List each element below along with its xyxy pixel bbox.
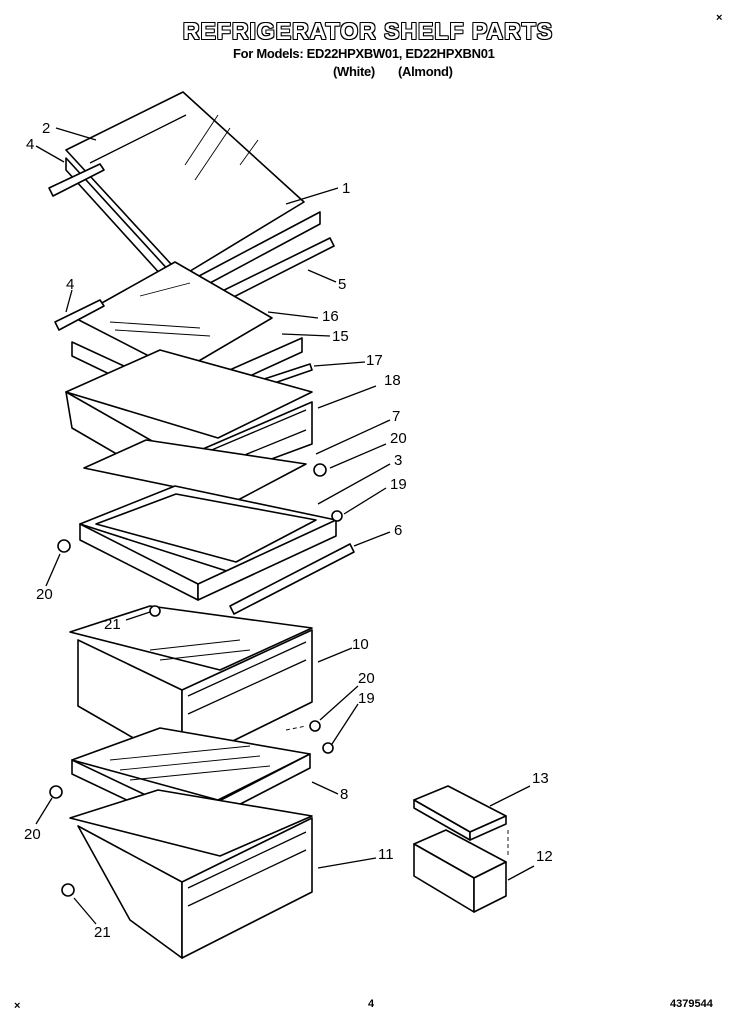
callout-6: 6: [394, 522, 403, 539]
butter-box-part: [413, 785, 507, 913]
trim-strip-6: [229, 543, 355, 615]
callout-20d: 20: [24, 826, 41, 843]
callout-20c: 20: [358, 670, 375, 687]
frame-3: [79, 485, 337, 601]
clips: [49, 463, 343, 897]
callout-19b: 19: [358, 690, 375, 707]
callout-7: 7: [392, 408, 401, 425]
callout-8: 8: [340, 786, 349, 803]
trim-strip-4-top: [48, 163, 105, 197]
leader-lines: [35, 127, 535, 925]
bin-11: [69, 789, 313, 959]
callout-4: 4: [26, 136, 35, 153]
trim-strip-4-mid: [54, 299, 105, 331]
page-number: 4: [368, 998, 375, 1010]
callout-19: 19: [390, 476, 407, 493]
document-number: 4379544: [670, 998, 713, 1010]
callout-12: 12: [536, 848, 553, 865]
corner-mark-top: ×: [716, 12, 723, 24]
models-line: For Models: ED22HPXBW01, ED22HPXBN01: [233, 46, 495, 61]
callout-4b: 4: [66, 276, 75, 293]
callout-20: 20: [390, 430, 407, 447]
callout-5: 5: [338, 276, 347, 293]
callout-18: 18: [384, 372, 401, 389]
callout-13: 13: [532, 770, 549, 787]
corner-mark-bottom: ×: [14, 1000, 21, 1012]
callout-10: 10: [352, 636, 369, 653]
callout-16: 16: [322, 308, 339, 325]
diagram-title: REFRIGERATOR SHELF PARTS: [182, 18, 554, 44]
callout-2: 2: [42, 120, 51, 137]
callout-11: 11: [378, 846, 394, 863]
callout-1: 1: [342, 180, 351, 197]
callout-15: 15: [332, 328, 349, 345]
color-almond: (Almond): [398, 64, 453, 79]
callout-21b: 21: [94, 924, 111, 941]
callout-20b: 20: [36, 586, 53, 603]
callout-17: 17: [366, 352, 383, 369]
color-white: (White): [333, 64, 375, 79]
callout-21: 21: [104, 616, 121, 633]
callout-3: 3: [394, 452, 403, 469]
